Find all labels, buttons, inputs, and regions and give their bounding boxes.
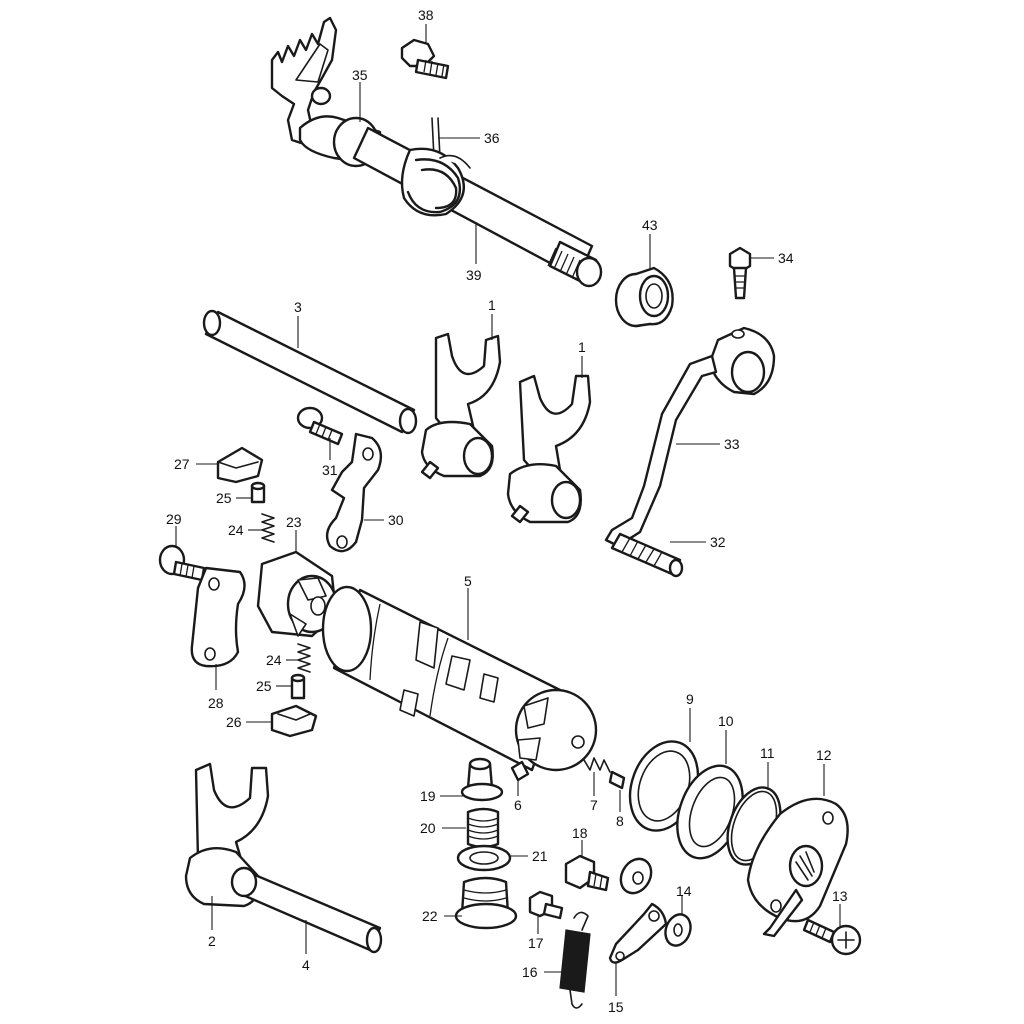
callout-18: 18	[572, 825, 588, 841]
callout-26: 26	[226, 714, 242, 730]
callout-21: 21	[532, 848, 548, 864]
part-34-pinch-bolt	[728, 246, 752, 300]
part-20-spring	[466, 807, 500, 849]
callout-5: 5	[464, 573, 472, 589]
callouts: 38 35 36 39 43 34 3 1 1 33 31 27 25 24 2…	[166, 7, 848, 1015]
callout-9: 9	[686, 691, 694, 707]
callout-38: 38	[418, 7, 434, 23]
part-5-shift-drum	[321, 585, 598, 772]
part-29-bolt	[158, 544, 206, 582]
part-7-spring	[583, 757, 611, 773]
callout-43: 43	[642, 217, 658, 233]
callout-7: 7	[590, 797, 598, 813]
part-10-ring	[676, 764, 744, 860]
part-26-detent-cap	[270, 704, 318, 738]
part-22-plug	[454, 876, 518, 930]
callout-27: 27	[174, 456, 190, 472]
callout-13: 13	[832, 888, 848, 904]
callout-31: 31	[322, 462, 338, 478]
part-17-bolt	[528, 890, 564, 920]
callout-24a: 24	[228, 522, 244, 538]
part-25-pin-upper	[250, 481, 266, 504]
part-39-shift-shaft	[352, 126, 603, 288]
callout-35: 35	[352, 67, 368, 83]
part-4-shift-fork-rod	[230, 866, 383, 954]
part-32-pedal-rubber	[610, 532, 684, 578]
callout-14: 14	[676, 883, 692, 899]
part-13-screw	[802, 918, 862, 956]
part-14-washer	[664, 913, 692, 947]
callout-17: 17	[528, 935, 544, 951]
callout-2: 2	[208, 933, 216, 949]
part-30-stopper-plate	[325, 432, 383, 553]
part-28-holder-plate	[190, 566, 246, 668]
callout-19: 19	[420, 788, 436, 804]
part-38-bolt	[400, 38, 450, 80]
callout-24b: 24	[266, 652, 282, 668]
part-31-screw	[296, 406, 344, 446]
part-16-tension-spring	[559, 911, 591, 1009]
part-18-bolt	[564, 854, 610, 892]
part-24-spring-lower	[297, 643, 311, 673]
callout-32: 32	[710, 534, 726, 550]
part-15-shift-arm	[608, 857, 668, 964]
callout-1a: 1	[488, 297, 496, 313]
callout-30: 30	[388, 512, 404, 528]
part-2-shift-fork	[184, 762, 270, 908]
callout-6: 6	[514, 797, 522, 813]
part-3-fork-guide-bar	[202, 309, 418, 435]
callout-1b: 1	[578, 339, 586, 355]
part-43-oil-seal	[614, 266, 674, 328]
callout-34: 34	[778, 250, 794, 266]
part-1-shift-fork-upper	[420, 332, 502, 480]
part-33-shift-pedal	[604, 326, 776, 548]
part-24-spring-upper	[261, 513, 275, 543]
callout-33: 33	[724, 436, 740, 452]
callout-12: 12	[816, 747, 832, 763]
callout-10: 10	[718, 713, 734, 729]
part-27-detent-cap	[216, 446, 264, 484]
callout-25a: 25	[216, 490, 232, 506]
callout-36: 36	[484, 130, 500, 146]
callout-8: 8	[616, 813, 624, 829]
callout-11: 11	[760, 745, 775, 761]
callout-20: 20	[420, 820, 436, 836]
callout-23: 23	[286, 514, 302, 530]
part-12-neutral-switch	[746, 797, 849, 938]
callout-22: 22	[422, 908, 438, 924]
part-8-pin	[608, 770, 626, 790]
callout-4: 4	[302, 957, 310, 973]
part-6-pin	[510, 760, 530, 782]
callout-3: 3	[294, 299, 302, 315]
part-19-neutral-plunger	[460, 757, 504, 802]
callout-28: 28	[208, 695, 224, 711]
callout-15: 15	[608, 999, 624, 1015]
part-36-return-spring	[400, 117, 471, 217]
callout-29: 29	[166, 511, 182, 527]
callout-16: 16	[522, 964, 538, 980]
part-25-pin-lower	[290, 673, 306, 700]
part-1-shift-fork-lower	[506, 374, 592, 524]
part-21-washer	[456, 844, 512, 872]
callout-39: 39	[466, 267, 482, 283]
callout-25b: 25	[256, 678, 272, 694]
